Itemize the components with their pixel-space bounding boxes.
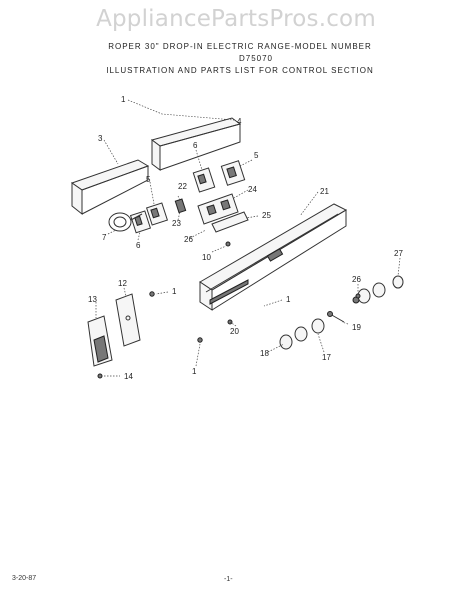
callout-1-bottom: 1	[192, 367, 197, 376]
model-number: D75070	[238, 54, 274, 63]
callout-18: 18	[260, 349, 269, 358]
callout-5-right: 5	[254, 151, 259, 160]
footer-date: 3-20-87	[12, 575, 37, 582]
screw-1-bracket	[149, 291, 155, 297]
callout-5-left: 5	[146, 175, 151, 184]
callout-26-left: 26	[184, 235, 193, 244]
part-25-bracket	[211, 211, 249, 233]
callout-1-bracket: 1	[172, 287, 177, 296]
callout-6-upper: 6	[193, 141, 198, 150]
part-6-switch-upper	[192, 167, 216, 193]
part-5-switch-upper	[220, 160, 246, 186]
part-7-wire-harness	[108, 212, 143, 232]
part-21-control-panel	[199, 203, 348, 311]
callout-19: 19	[352, 323, 361, 332]
callout-26-right: 26	[352, 275, 361, 284]
screw-10	[225, 241, 231, 247]
part-13-side-bracket	[87, 315, 113, 367]
callout-1-top: 1	[121, 95, 126, 104]
diagram-subtitle: ILLUSTRATION AND PARTS LIST FOR CONTROL …	[106, 66, 374, 75]
callout-20: 20	[230, 327, 239, 336]
watermark: AppliancePartsPros.com	[96, 6, 376, 32]
callout-17: 17	[322, 353, 331, 362]
callout-25: 25	[262, 211, 271, 220]
callout-3: 3	[98, 134, 103, 143]
part-18-17-knobs	[279, 318, 325, 350]
part-24-switch-block	[197, 193, 239, 225]
callout-21: 21	[320, 187, 329, 196]
part-3-shield	[70, 159, 150, 216]
screw-26-right	[355, 293, 361, 299]
callout-14: 14	[124, 372, 133, 381]
callout-10: 10	[202, 253, 211, 262]
callout-4: 4	[237, 117, 242, 126]
footer-page-number: -1-	[224, 576, 233, 583]
screw-1-bottom	[197, 337, 203, 343]
callout-13: 13	[88, 295, 97, 304]
callout-24: 24	[248, 185, 257, 194]
callout-12: 12	[118, 279, 127, 288]
part-19-screw	[327, 311, 345, 323]
part-22-clip	[174, 198, 187, 214]
part-6-switch-left	[129, 210, 152, 234]
screw-14	[97, 373, 103, 379]
part-5-switch-left	[145, 202, 169, 226]
part-4-top-trim	[150, 117, 242, 171]
part-12-bracket	[115, 293, 141, 347]
leader-lines	[95, 99, 401, 377]
callout-1-panel: 1	[286, 295, 291, 304]
diagram-title-model: ROPER 30" DROP-IN ELECTRIC RANGE-MODEL N…	[108, 42, 372, 51]
callout-27: 27	[394, 249, 403, 258]
callout-7: 7	[102, 233, 107, 242]
callout-22: 22	[178, 182, 187, 191]
callout-6-lower: 6	[136, 241, 141, 250]
callout-23: 23	[172, 219, 181, 228]
